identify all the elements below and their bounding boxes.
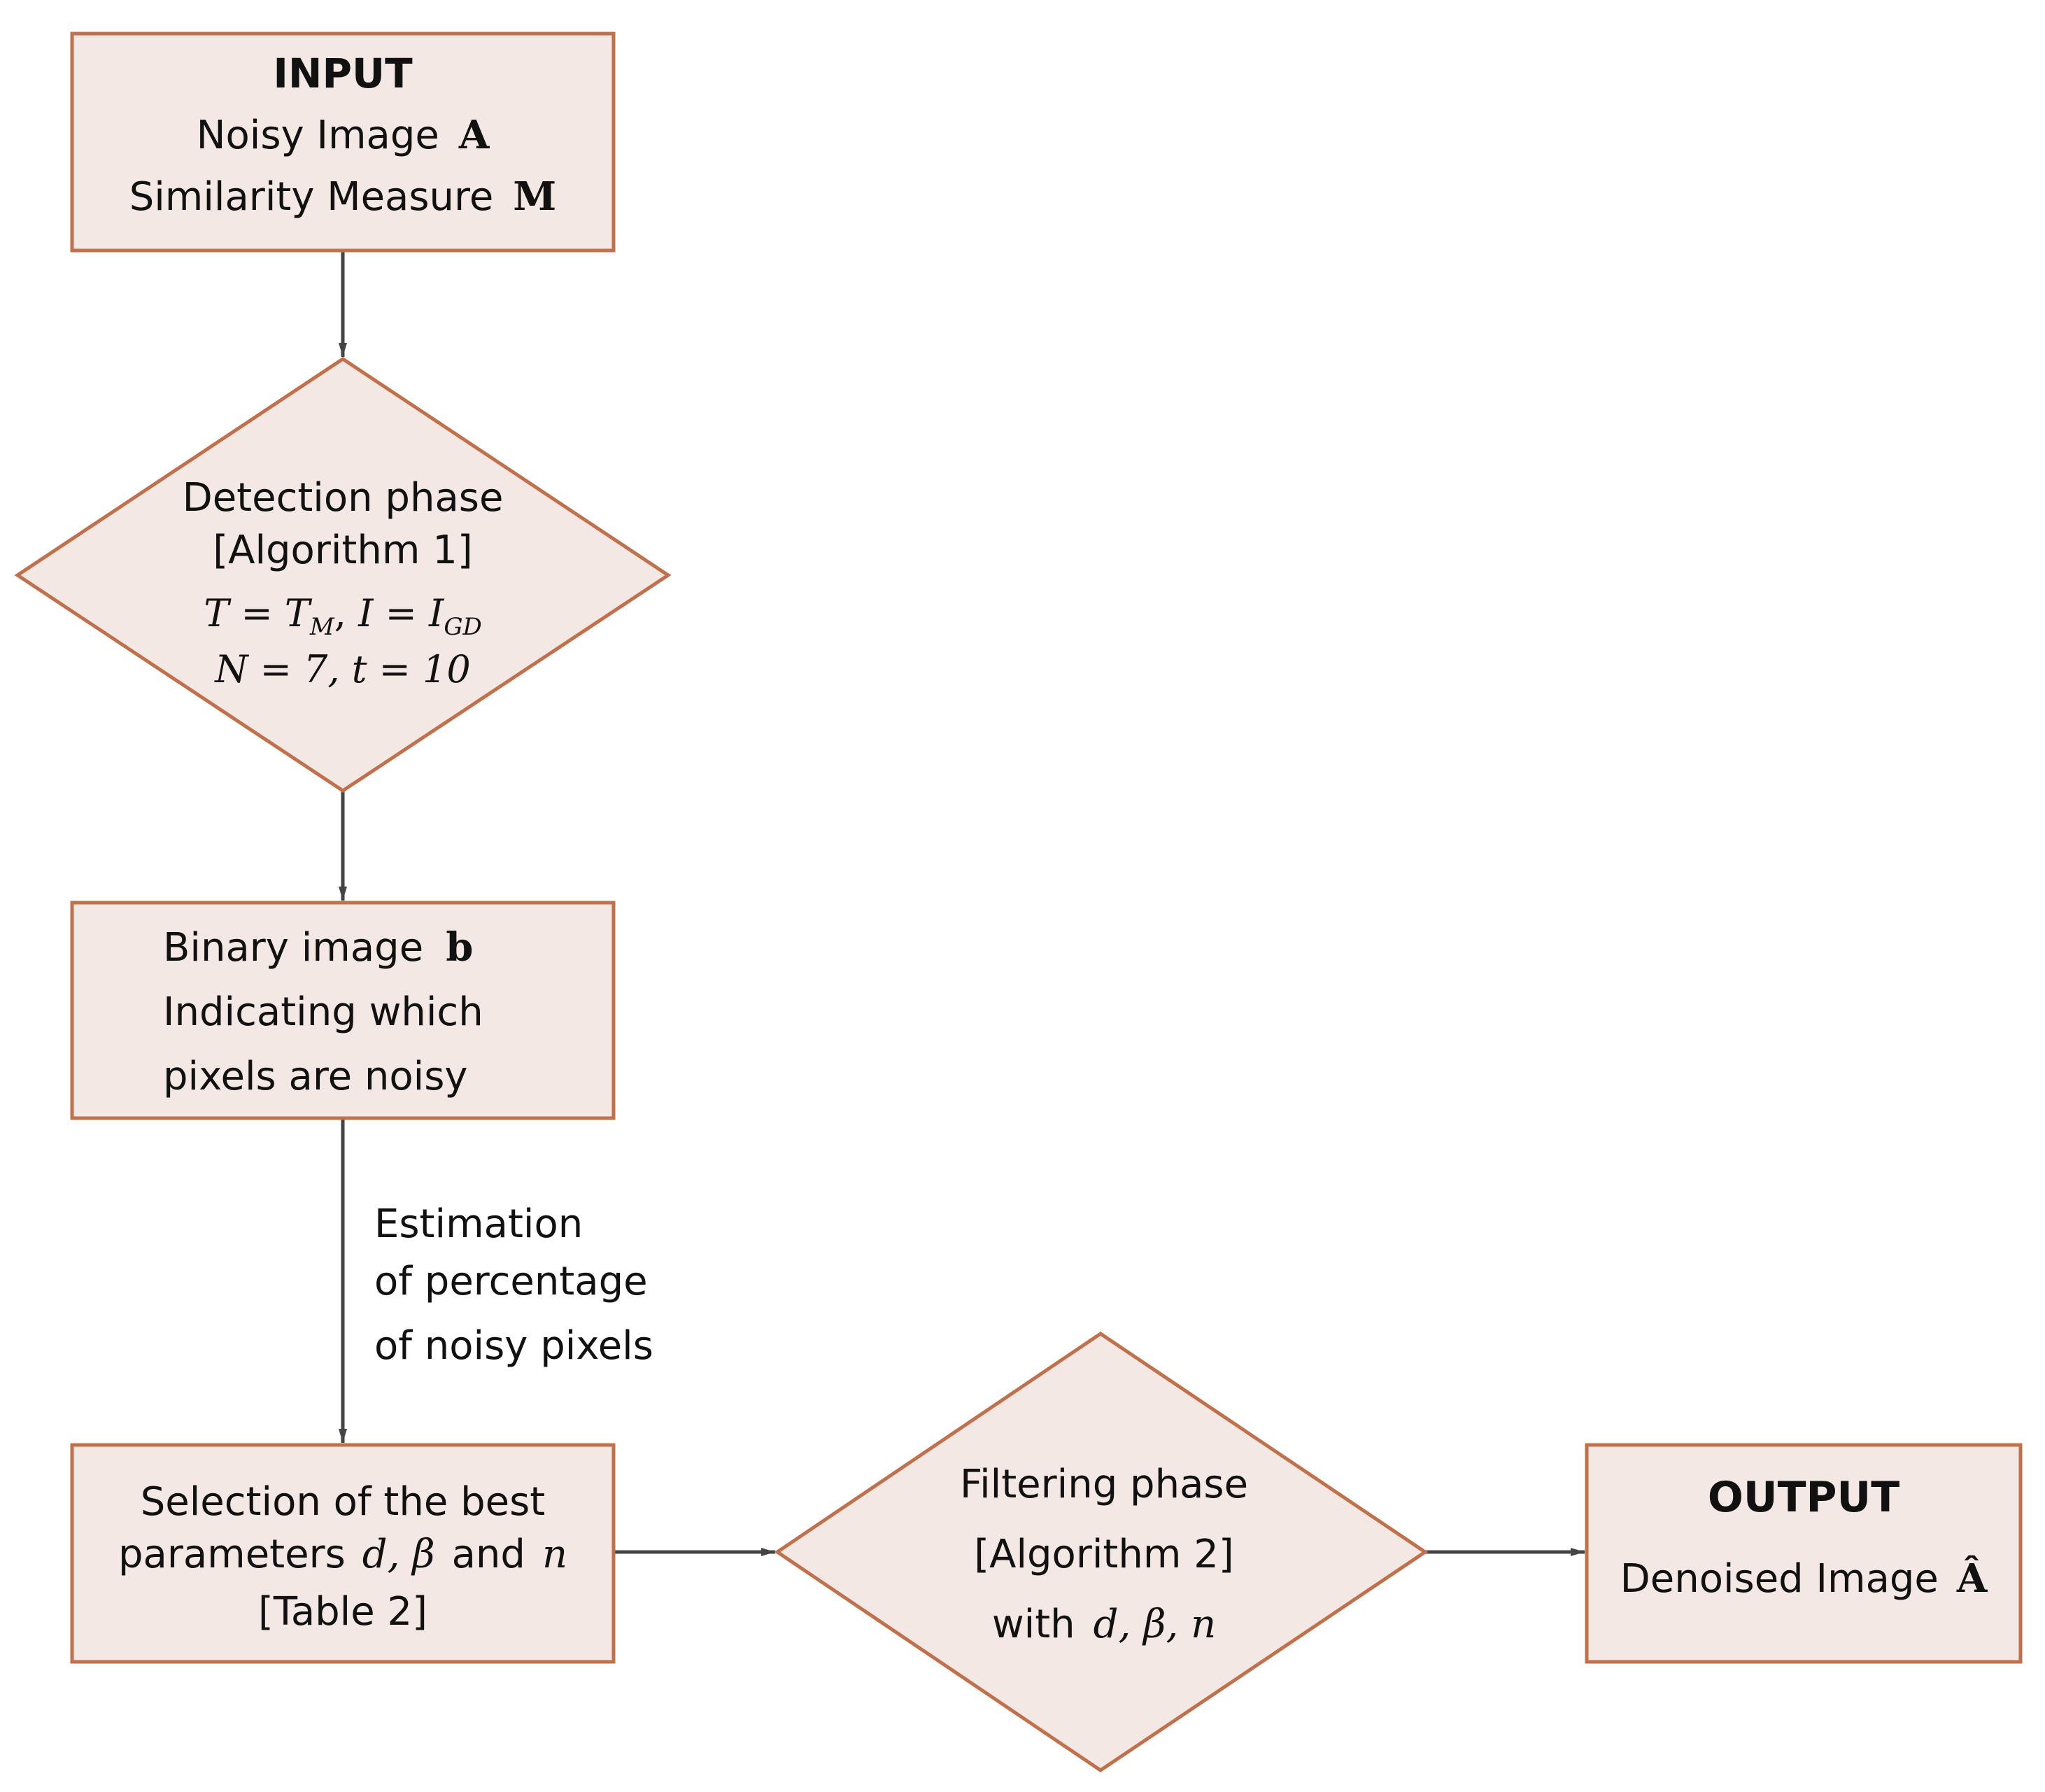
binary-line-2: Indicating which: [163, 989, 483, 1035]
selection-and: and: [452, 1532, 525, 1577]
filtering-algorithm-ref: [Algorithm 2]: [974, 1532, 1233, 1577]
output-denoised-label: Denoised Image: [1620, 1556, 1939, 1602]
filtering-diamond: [774, 1331, 1429, 1773]
edge-label-line-1: Estimation: [374, 1201, 583, 1247]
detection-algorithm-ref: [Algorithm 1]: [213, 528, 472, 573]
math-TM-sub: M: [309, 613, 335, 641]
binary-box: [70, 901, 616, 1120]
detection-node: Detection phase [Algorithm 1] T = TM, I …: [14, 356, 672, 793]
output-line-denoised-image: Denoised Image Â: [1620, 1555, 1988, 1602]
binary-node: Binary image b Indicating which pixels a…: [70, 901, 616, 1120]
detection-diamond: [14, 356, 672, 793]
selection-line-1: Selection of the best: [141, 1479, 545, 1525]
math-TM: T: [285, 591, 313, 635]
binary-image-label: Binary image: [163, 925, 423, 971]
edge-label-line-3: of noisy pixels: [374, 1323, 653, 1369]
input-line-similarity-measure: Similarity Measure M: [129, 174, 557, 220]
filtering-title: Filtering phase: [960, 1462, 1248, 1507]
input-similarity-symbol: M: [513, 174, 556, 220]
detection-title: Detection phase: [183, 475, 504, 521]
math-T: T: [204, 591, 232, 635]
edge-label-line-2: of percentage: [374, 1259, 648, 1304]
binary-line-3: pixels are noisy: [163, 1054, 468, 1099]
binary-image-symbol: b: [446, 924, 473, 971]
math-IGD: I: [428, 591, 445, 635]
selection-line-2: parameters d, β and n: [118, 1532, 567, 1577]
detection-math-thresholds: T = TM, I = IGD: [204, 591, 482, 641]
filtering-params-math: d, β, n: [1094, 1602, 1217, 1647]
input-line-noisy-image: Noisy Image A: [197, 112, 490, 158]
selection-table-ref: [Table 2]: [258, 1589, 427, 1635]
binary-line-1: Binary image b: [163, 924, 473, 971]
output-title: OUTPUT: [1708, 1473, 1899, 1522]
selection-box: [70, 1443, 616, 1664]
input-title: INPUT: [273, 50, 413, 97]
input-noisy-image-symbol: A: [458, 112, 490, 158]
math-IGD-sub: GD: [444, 613, 481, 641]
detection-math-params: N = 7, t = 10: [213, 647, 471, 691]
selection-params-d-beta: d, β: [362, 1532, 435, 1577]
selection-node: Selection of the best parameters d, β an…: [70, 1443, 616, 1664]
output-denoised-symbol: Â: [1956, 1555, 1988, 1602]
input-similarity-label: Similarity Measure: [129, 174, 494, 220]
input-noisy-image-label: Noisy Image: [197, 113, 439, 158]
edges: [339, 251, 1585, 1556]
math-eq-1: =: [229, 591, 285, 635]
edge-label-estimation: Estimation of percentage of noisy pixels: [374, 1201, 653, 1369]
selection-parameters-label: parameters: [118, 1532, 346, 1577]
filtering-params: with d, β, n: [992, 1602, 1216, 1647]
output-node: OUTPUT Denoised Image Â: [1585, 1443, 2023, 1664]
selection-param-n: n: [542, 1532, 567, 1577]
math-comma: ,: [334, 591, 358, 635]
filtering-with-label: with: [992, 1602, 1075, 1647]
input-box: [70, 31, 616, 253]
math-eq-2: =: [373, 591, 429, 635]
output-box: [1585, 1443, 2023, 1664]
filtering-node: Filtering phase [Algorithm 2] with d, β,…: [774, 1331, 1429, 1773]
math-I: I: [358, 591, 374, 635]
input-node: INPUT Noisy Image A Similarity Measure M: [70, 31, 616, 253]
